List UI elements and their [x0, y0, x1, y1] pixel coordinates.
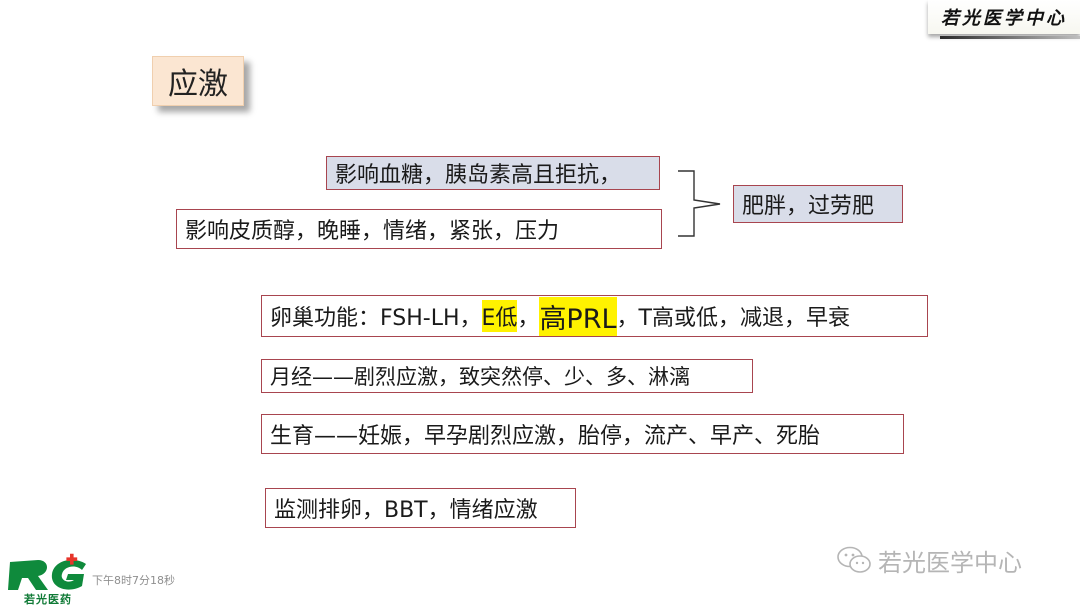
rg-logo-icon [8, 553, 86, 590]
result-box: 肥胖，过劳肥 [733, 185, 903, 223]
cortisol-box: 影响皮质醇，晚睡，情绪，紧张，压力 [176, 209, 662, 249]
blood-sugar-box: 影响血糖，胰岛素高且拒抗， [326, 156, 660, 190]
estrogen-low-highlight: E低 [481, 300, 518, 332]
ovary-separator: ， [517, 306, 540, 331]
brand-banner: 若光医学中心 [928, 0, 1080, 34]
slide-title: 应激 [152, 56, 244, 106]
timestamp: 下午8时7分18秒 [92, 574, 175, 587]
wechat-icon [837, 546, 871, 573]
high-prl-highlight: 高PRL [539, 296, 617, 336]
fertility-box: 生育——妊娠，早孕剧烈应激，胎停，流产、早产、死胎 [261, 414, 904, 454]
monitoring-box: 监测排卵，BBT，情绪应激 [265, 488, 576, 528]
ovary-function-box: 卵巢功能：FSH-LH， E低 ， 高PRL ，T高或低，减退，早衰 [261, 295, 928, 337]
watermark: 若光医学中心 [836, 542, 1022, 578]
logo-caption: 若光医药 [24, 593, 72, 606]
menses-box: 月经——剧烈应激，致突然停、少、多、淋漓 [261, 359, 753, 393]
ovary-prefix: 卵巢功能：FSH-LH， [270, 306, 482, 331]
brace-icon [678, 170, 721, 237]
watermark-text: 若光医学中心 [878, 548, 1022, 577]
ovary-suffix: ，T高或低，减退，早衰 [616, 306, 850, 331]
brand-underline [940, 36, 1080, 39]
